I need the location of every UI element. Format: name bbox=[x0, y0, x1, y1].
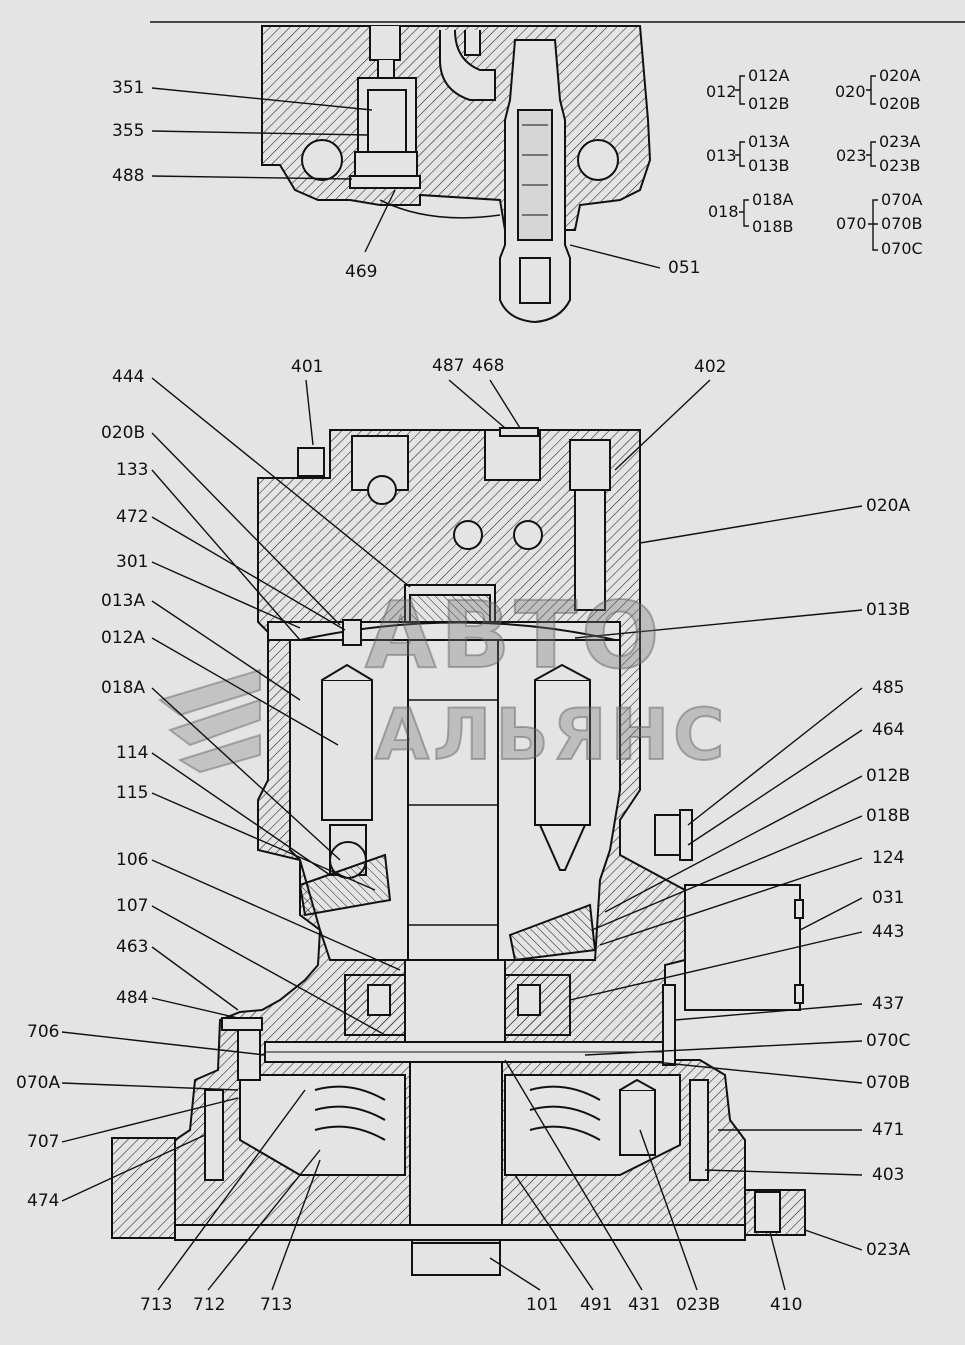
part-label-023b: 023B bbox=[676, 1295, 721, 1315]
part-label-712: 712 bbox=[193, 1295, 226, 1315]
legend-child-013b: 013B bbox=[748, 156, 790, 175]
part-label-484: 484 bbox=[116, 988, 149, 1008]
watermark-logo-mark bbox=[157, 668, 261, 774]
part-label-070a: 070A bbox=[16, 1073, 61, 1093]
legend-child-018b: 018B bbox=[752, 217, 794, 236]
part-label-469: 469 bbox=[345, 262, 378, 282]
part-label-488: 488 bbox=[112, 166, 145, 186]
part-label-491: 491 bbox=[580, 1295, 613, 1315]
part-label-713-right: 713 bbox=[260, 1295, 293, 1315]
main-section-view bbox=[111, 427, 806, 1276]
part-label-051: 051 bbox=[668, 258, 701, 278]
legend-parent-023: 023 bbox=[836, 146, 867, 165]
part-label-487: 487 bbox=[432, 356, 465, 376]
part-label-444: 444 bbox=[112, 367, 145, 387]
legend-child-023b: 023B bbox=[879, 156, 921, 175]
part-label-403: 403 bbox=[872, 1165, 905, 1185]
legend-parent-013: 013 bbox=[706, 146, 737, 165]
part-label-472: 472 bbox=[116, 507, 149, 527]
leader-lines bbox=[61, 87, 863, 1291]
legend-child-070a: 070A bbox=[881, 190, 923, 209]
legend-child-012a: 012A bbox=[748, 66, 790, 85]
part-label-713-left: 713 bbox=[140, 1295, 173, 1315]
part-label-013a: 013A bbox=[101, 591, 146, 611]
legend-parent-020: 020 bbox=[835, 82, 866, 101]
part-label-124: 124 bbox=[872, 848, 905, 868]
part-label-707: 707 bbox=[27, 1132, 60, 1152]
legend-parent-070: 070 bbox=[836, 214, 867, 233]
part-label-431: 431 bbox=[628, 1295, 661, 1315]
legend-child-020b: 020B bbox=[879, 94, 921, 113]
part-label-070b: 070B bbox=[866, 1073, 911, 1093]
part-label-402: 402 bbox=[694, 357, 727, 377]
part-label-070c: 070C bbox=[866, 1031, 911, 1051]
legend-child-020a: 020A bbox=[879, 66, 921, 85]
legend-child-023a: 023A bbox=[879, 132, 921, 151]
part-label-020a: 020A bbox=[866, 496, 911, 516]
part-label-474: 474 bbox=[27, 1191, 60, 1211]
legend-brackets bbox=[735, 75, 878, 251]
part-label-012a: 012A bbox=[101, 628, 146, 648]
part-label-437: 437 bbox=[872, 994, 905, 1014]
part-label-443: 443 bbox=[872, 922, 905, 942]
part-label-133: 133 bbox=[116, 460, 149, 480]
part-label-013b: 013B bbox=[866, 600, 911, 620]
part-label-101: 101 bbox=[526, 1295, 559, 1315]
part-label-463: 463 bbox=[116, 937, 149, 957]
legend-child-018a: 018A bbox=[752, 190, 794, 209]
legend-child-070b: 070B bbox=[881, 214, 923, 233]
part-label-031: 031 bbox=[872, 888, 905, 908]
part-label-401: 401 bbox=[291, 357, 324, 377]
part-label-706: 706 bbox=[27, 1022, 60, 1042]
legend-child-012b: 012B bbox=[748, 94, 790, 113]
part-label-107: 107 bbox=[116, 896, 149, 916]
part-label-468: 468 bbox=[472, 356, 505, 376]
part-label-012b: 012B bbox=[866, 766, 911, 786]
part-label-018b: 018B bbox=[866, 806, 911, 826]
part-label-115: 115 bbox=[116, 783, 149, 803]
watermark-line-1: АВТО bbox=[364, 582, 664, 689]
part-label-471: 471 bbox=[872, 1120, 905, 1140]
part-label-410: 410 bbox=[770, 1295, 803, 1315]
part-label-464: 464 bbox=[872, 720, 905, 740]
part-label-301: 301 bbox=[116, 552, 149, 572]
part-label-018a: 018A bbox=[101, 678, 146, 698]
part-label-106: 106 bbox=[116, 850, 149, 870]
legend-child-070c: 070C bbox=[881, 239, 923, 258]
part-label-020b: 020B bbox=[101, 423, 146, 443]
part-label-023a: 023A bbox=[866, 1240, 911, 1260]
watermark-line-2: АЛЬЯНС bbox=[374, 694, 729, 776]
legend-parent-018: 018 bbox=[708, 202, 739, 221]
legend-child-013a: 013A bbox=[748, 132, 790, 151]
part-label-355: 355 bbox=[112, 121, 145, 141]
part-label-114: 114 bbox=[116, 743, 149, 763]
top-detail-view bbox=[150, 21, 965, 324]
part-label-485: 485 bbox=[872, 678, 905, 698]
part-label-351: 351 bbox=[112, 78, 145, 98]
legend-parent-012: 012 bbox=[706, 82, 737, 101]
